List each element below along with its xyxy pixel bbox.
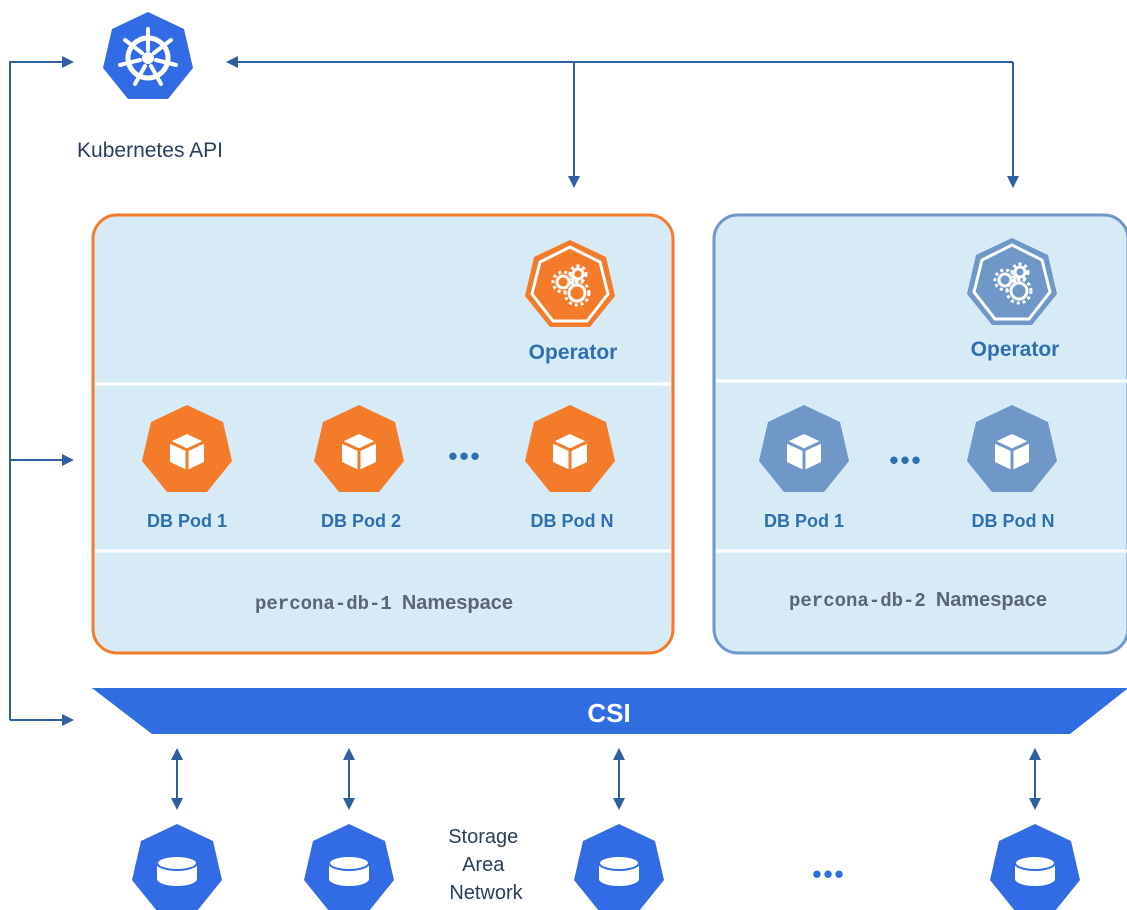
pod-label: DB Pod 1: [764, 511, 844, 531]
disk-icon: [990, 824, 1080, 910]
csi-label: CSI: [587, 698, 630, 728]
operator-label-1: Operator: [529, 341, 618, 364]
db-pod-icon: [967, 405, 1057, 492]
db-pod-icon: [759, 405, 849, 492]
db-pod-icon: [525, 405, 615, 492]
ellipsis: •••: [448, 441, 481, 471]
storage-area-network: ••• Storage Area Network: [132, 824, 1080, 910]
ellipsis: •••: [889, 445, 922, 475]
storage-label: Storage Area Network: [448, 826, 524, 904]
namespace-name-1: percona-db-1 Namespace: [255, 592, 513, 615]
pod-label: DB Pod N: [531, 511, 614, 531]
operator-icon: [525, 240, 615, 327]
namespace-panel-1: Operator ••• DB Pod 1 DB Pod 2 DB Pod N …: [91, 213, 675, 655]
pod-label: DB Pod 2: [321, 511, 401, 531]
csi-bar: CSI: [92, 688, 1127, 734]
operator-icon: [967, 238, 1057, 325]
disk-icon: [132, 824, 222, 910]
operator-label-2: Operator: [971, 338, 1060, 361]
ellipsis: •••: [812, 859, 845, 889]
namespace-panel-2: Operator ••• DB Pod 1 DB Pod N percona-d…: [712, 213, 1127, 655]
connector-lines: [9, 56, 1041, 810]
db-pod-icon: [314, 405, 404, 492]
kubernetes-api-label: Kubernetes API: [77, 139, 223, 162]
kubernetes-api: Kubernetes API: [77, 12, 223, 162]
gears-icon: [993, 262, 1033, 305]
pod-label: DB Pod N: [972, 511, 1055, 531]
namespace-name-2: percona-db-2 Namespace: [789, 589, 1047, 612]
disk-icon: [304, 824, 394, 910]
disk-icon: [574, 824, 664, 910]
kubernetes-wheel-icon: [103, 12, 193, 99]
pod-label: DB Pod 1: [147, 511, 227, 531]
gears-icon: [551, 264, 591, 307]
db-pod-icon: [142, 405, 232, 492]
arrow-to-api: [9, 56, 74, 720]
